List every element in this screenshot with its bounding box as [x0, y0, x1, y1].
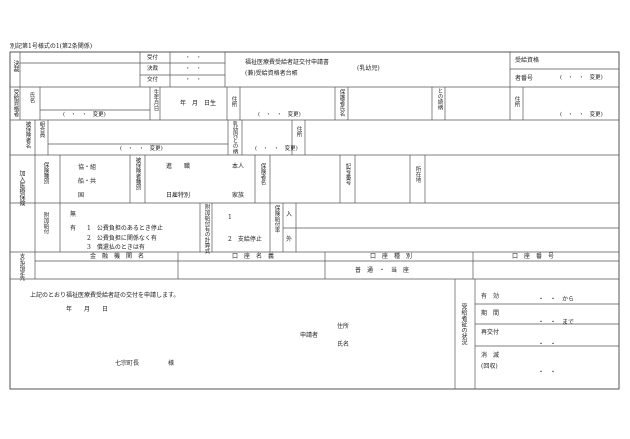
uketsuke-label: 受付: [147, 55, 159, 61]
shozaichi-label: 所在地: [414, 166, 421, 183]
shimei-label: 氏名: [28, 92, 35, 103]
kigo-bango-label: 記号番号: [344, 163, 351, 185]
infant-label: (乳幼児): [357, 65, 380, 72]
koza-meigi-header: 口 座 名 義: [232, 253, 275, 260]
mayor-label: 七宗町長: [115, 360, 140, 367]
koza-bango-header: 口 座 番 号: [512, 253, 555, 260]
form-title-line1: 福祉医療費受給者証交付申請書: [245, 59, 330, 66]
nashi-option: 無: [70, 211, 77, 218]
reason-3: 3 償還払のときは有: [87, 244, 145, 251]
koza-shubetsu-header: 口 座 種 別: [370, 253, 413, 260]
jukyu-shikakusha-label: 受給資格者: [12, 89, 19, 117]
keisan-1: 1: [228, 214, 232, 221]
shometsu-label: 消 滅: [481, 352, 500, 359]
uketsuke-date: ・ ・: [185, 55, 202, 61]
status-label: 受給者証の状況: [460, 303, 467, 345]
kumiaiin-label: 組合員: [38, 121, 45, 138]
kanyu-label: 加入医療保険: [18, 170, 25, 206]
nichiyou-option: 日雇特別: [166, 192, 191, 199]
ketsusai-label: 決裁: [12, 60, 19, 72]
row1-jusho-henko: ( ・ ・ 変更): [258, 112, 301, 118]
saikofu-date: ・ ・: [538, 341, 557, 348]
futsu-toza-option: 普 通 ・ 当 座: [355, 267, 410, 274]
saikofu-label: 再交付: [481, 329, 500, 336]
applicant-jusho-label: 住所: [337, 323, 350, 330]
row1-right-henko: ( ・ ・ 変更): [560, 112, 603, 118]
kazoku-option: 家族: [232, 192, 245, 199]
yuko-label: 有 効: [481, 293, 500, 300]
application-statement: 上記のとおり福祉医療費受給者証の交付を申請します。: [30, 292, 180, 299]
sha-bango-label: 者番号: [515, 75, 534, 82]
row2-jusho-label: 住所: [295, 126, 302, 137]
row1-henko: ( ・ ・ 変更): [63, 112, 106, 118]
reason-1: 1 公費負担のあるとき停止: [87, 225, 163, 232]
kofu-label: 交付: [147, 77, 159, 83]
nyu-label: 入: [286, 211, 293, 218]
made-date: ・ ・ まで: [538, 319, 575, 326]
fuka-keisan-label: 附加給付有の計算式: [203, 204, 210, 254]
nyuyoji-label: 乳幼児との柄: [231, 121, 238, 154]
kessai-label: 決裁: [147, 66, 159, 72]
hihokensha-shubetsu-label: 被保険者種別: [134, 157, 141, 190]
applicant-label: 申請者: [300, 332, 319, 339]
hihokensha-label: 被保険者名: [24, 121, 31, 149]
row2-jusho-henko: ( ・ ・ 変更): [255, 146, 298, 152]
honnin-option: 本人: [232, 163, 245, 170]
row1-right-jusho-label: 住所: [513, 96, 520, 107]
kinyu-header: 金 融 機 関 名: [90, 253, 145, 260]
applicant-shimei-label: 氏名: [337, 341, 350, 348]
hogosha-label: 保護者氏名: [338, 89, 345, 117]
row2-henko: ( ・ ・ 変更): [120, 146, 163, 152]
hoken-shubetsu-label: 保険種別: [42, 162, 49, 184]
shometsu-date: ・ ・: [538, 369, 557, 376]
ari-option: 有: [70, 225, 77, 232]
reason-2: 2 公費負担に関係なく有: [87, 235, 157, 242]
kuni-option: 国: [78, 192, 85, 199]
header-henko: ( ・ ・ 変更): [560, 75, 603, 81]
row1-jusho-label: 住所: [230, 96, 237, 107]
shikaku-label: 受給資格: [515, 57, 540, 64]
gai-label: 外: [286, 236, 293, 243]
sen-option: 船・共: [78, 178, 97, 185]
shitei-label: 支払指定先: [18, 253, 25, 281]
shintai-option: 進 職: [166, 163, 191, 170]
hokensha-mei-label: 保険者名: [259, 163, 266, 185]
form-number: 別記第1号様式の1(第2条関係): [10, 43, 93, 50]
kyokai-option: 協・組: [78, 164, 97, 171]
keisan-2: 2 支給停止: [228, 236, 262, 243]
seinengappi-label: 生年月日: [152, 89, 159, 111]
birth-date: 年 月 日生: [180, 100, 217, 107]
kofu-date: ・ ・: [185, 77, 202, 83]
kikan-label: 期 間: [481, 310, 500, 317]
form-title-line2: (兼)受給資格者台帳: [245, 70, 298, 77]
zokugara-label: との続柄: [436, 88, 443, 110]
kaishu-label: (回収): [481, 363, 498, 370]
kara-date: ・ ・ から: [538, 296, 575, 303]
kessai-date: ・ ・: [185, 66, 202, 72]
fuka-kyufu-label: 附加給付: [42, 212, 49, 234]
hoken-kyufu-ritsu-label: 保険給付率: [273, 205, 280, 233]
application-date: 年 月 日: [66, 306, 109, 313]
sama-label: 様: [168, 360, 175, 367]
